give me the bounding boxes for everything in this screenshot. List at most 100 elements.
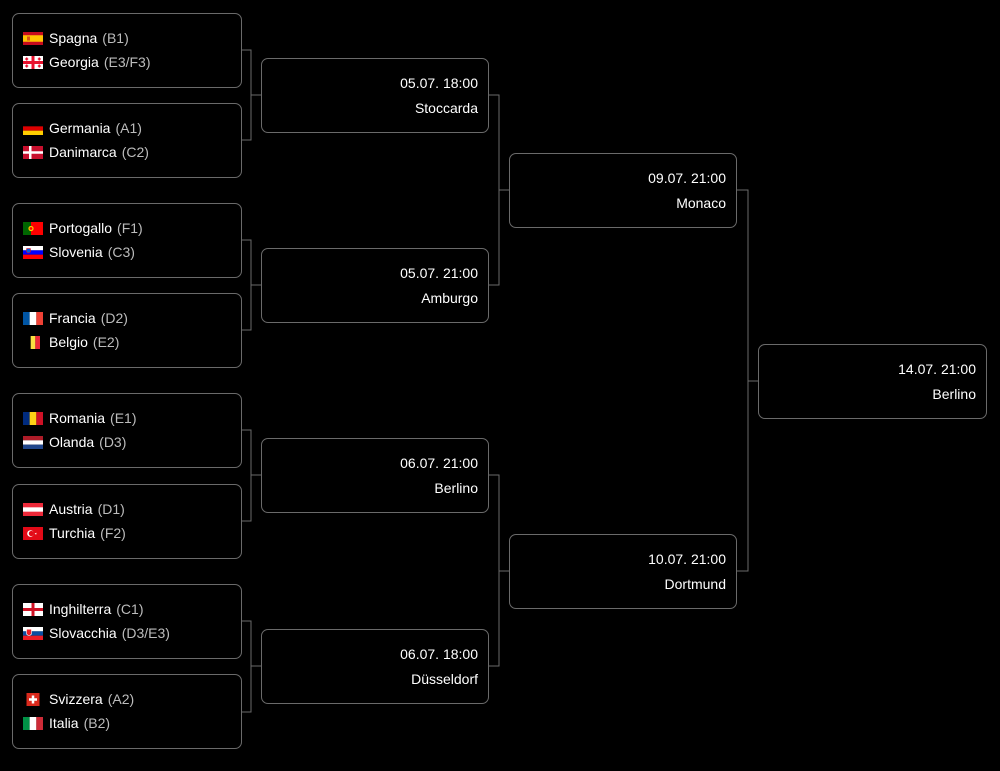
spain-flag-icon xyxy=(23,31,43,45)
team-group: (D3) xyxy=(99,434,127,450)
team-group: (D3/E3) xyxy=(121,625,170,641)
match-datetime: 05.07. 21:00 xyxy=(400,265,478,281)
team-name: Slovacchia xyxy=(49,625,117,641)
round-of-16-match-8[interactable]: Svizzera (A2) Italia (B2) xyxy=(12,674,242,749)
round-of-16-match-2[interactable]: Germania (A1) Danimarca (C2) xyxy=(12,103,242,178)
team-group: (D1) xyxy=(97,501,125,517)
match-datetime: 10.07. 21:00 xyxy=(648,551,726,567)
team-group: (B2) xyxy=(83,715,111,731)
team-name: Turchia xyxy=(49,525,96,541)
team-name: Germania xyxy=(49,120,111,136)
quarter-final-match-4[interactable]: 06.07. 18:00 Düsseldorf xyxy=(261,629,489,704)
match-datetime: 05.07. 18:00 xyxy=(400,75,478,91)
round-of-16-match-5[interactable]: Romania (E1) Olanda (D3) xyxy=(12,393,242,468)
team-name: Svizzera xyxy=(49,691,103,707)
connector-qf-sf-2 xyxy=(489,474,509,667)
final-match[interactable]: 14.07. 21:00 Berlino xyxy=(758,344,987,419)
team-group: (C2) xyxy=(121,144,149,160)
team-row[interactable]: Turchia (F2) xyxy=(23,524,126,542)
team-row[interactable]: Georgia (E3/F3) xyxy=(23,53,151,71)
team-name: Spagna xyxy=(49,30,98,46)
team-group: (F1) xyxy=(117,220,143,236)
belgium-flag-icon xyxy=(23,335,43,349)
connector-qf-sf-1 xyxy=(489,94,509,286)
turkey-flag-icon xyxy=(23,526,43,540)
match-venue: Monaco xyxy=(676,195,726,211)
match-venue: Amburgo xyxy=(421,290,478,306)
austria-flag-icon xyxy=(23,502,43,516)
portugal-flag-icon xyxy=(23,221,43,235)
team-row[interactable]: Portogallo (F1) xyxy=(23,219,143,237)
team-name: Belgio xyxy=(49,334,88,350)
match-datetime: 06.07. 21:00 xyxy=(400,455,478,471)
team-row[interactable]: Francia (D2) xyxy=(23,309,128,327)
round-of-16-match-7[interactable]: Inghilterra (C1) Slovacchia (D3/E3) xyxy=(12,584,242,659)
slovenia-flag-icon xyxy=(23,245,43,259)
team-row[interactable]: Italia (B2) xyxy=(23,714,110,732)
team-name: Inghilterra xyxy=(49,601,112,617)
quarter-final-match-2[interactable]: 05.07. 21:00 Amburgo xyxy=(261,248,489,323)
team-row[interactable]: Danimarca (C2) xyxy=(23,143,149,161)
team-row[interactable]: Slovenia (C3) xyxy=(23,243,135,261)
team-group: (C1) xyxy=(116,601,144,617)
england-flag-icon xyxy=(23,602,43,616)
semi-final-match-1[interactable]: 09.07. 21:00 Monaco xyxy=(509,153,737,228)
romania-flag-icon xyxy=(23,411,43,425)
connector-sf-final xyxy=(737,189,758,572)
match-venue: Stoccarda xyxy=(414,100,478,116)
match-datetime: 06.07. 18:00 xyxy=(400,646,478,662)
match-venue: Düsseldorf xyxy=(411,671,478,687)
semi-final-match-2[interactable]: 10.07. 21:00 Dortmund xyxy=(509,534,737,609)
team-name: Slovenia xyxy=(49,244,103,260)
round-of-16-match-1[interactable]: Spagna (B1) Georgia (E3/F3) xyxy=(12,13,242,88)
team-group: (F2) xyxy=(100,525,126,541)
team-name: Danimarca xyxy=(49,144,117,160)
match-venue: Berlino xyxy=(932,386,976,402)
team-name: Portogallo xyxy=(49,220,113,236)
team-row[interactable]: Austria (D1) xyxy=(23,500,125,518)
match-datetime: 14.07. 21:00 xyxy=(898,361,976,377)
team-row[interactable]: Olanda (D3) xyxy=(23,433,126,451)
team-row[interactable]: Inghilterra (C1) xyxy=(23,600,144,618)
team-row[interactable]: Svizzera (A2) xyxy=(23,690,134,708)
round-of-16-match-4[interactable]: Francia (D2) Belgio (E2) xyxy=(12,293,242,368)
quarter-final-match-1[interactable]: 05.07. 18:00 Stoccarda xyxy=(261,58,489,133)
team-row[interactable]: Germania (A1) xyxy=(23,119,142,137)
team-group: (C3) xyxy=(107,244,135,260)
netherlands-flag-icon xyxy=(23,435,43,449)
match-venue: Dortmund xyxy=(664,576,726,592)
germany-flag-icon xyxy=(23,121,43,135)
team-group: (D2) xyxy=(100,310,128,326)
quarter-final-match-3[interactable]: 06.07. 21:00 Berlino xyxy=(261,438,489,513)
team-group: (E1) xyxy=(110,410,137,426)
georgia-flag-icon xyxy=(23,55,43,69)
slovakia-flag-icon xyxy=(23,626,43,640)
team-name: Olanda xyxy=(49,434,95,450)
connector-r16-qf-1 xyxy=(242,49,261,141)
connector-r16-qf-2 xyxy=(242,239,261,331)
team-group: (A1) xyxy=(115,120,142,136)
round-of-16-match-3[interactable]: Portogallo (F1) Slovenia (C3) xyxy=(12,203,242,278)
round-of-16-match-6[interactable]: Austria (D1) Turchia (F2) xyxy=(12,484,242,559)
team-name: Austria xyxy=(49,501,93,517)
france-flag-icon xyxy=(23,311,43,325)
team-group: (B1) xyxy=(102,30,129,46)
team-name: Italia xyxy=(49,715,79,731)
match-datetime: 09.07. 21:00 xyxy=(648,170,726,186)
team-group: (A2) xyxy=(107,691,135,707)
team-row[interactable]: Belgio (E2) xyxy=(23,333,119,351)
switzerland-flag-icon xyxy=(23,692,43,706)
connector-r16-qf-4 xyxy=(242,620,261,713)
italy-flag-icon xyxy=(23,716,43,730)
team-row[interactable]: Slovacchia (D3/E3) xyxy=(23,624,170,642)
team-name: Romania xyxy=(49,410,106,426)
team-name: Francia xyxy=(49,310,96,326)
team-group: (E2) xyxy=(92,334,120,350)
team-group: (E3/F3) xyxy=(103,54,151,70)
team-row[interactable]: Romania (E1) xyxy=(23,409,136,427)
match-venue: Berlino xyxy=(434,480,478,496)
team-name: Georgia xyxy=(49,54,99,70)
denmark-flag-icon xyxy=(23,145,43,159)
team-row[interactable]: Spagna (B1) xyxy=(23,29,129,47)
